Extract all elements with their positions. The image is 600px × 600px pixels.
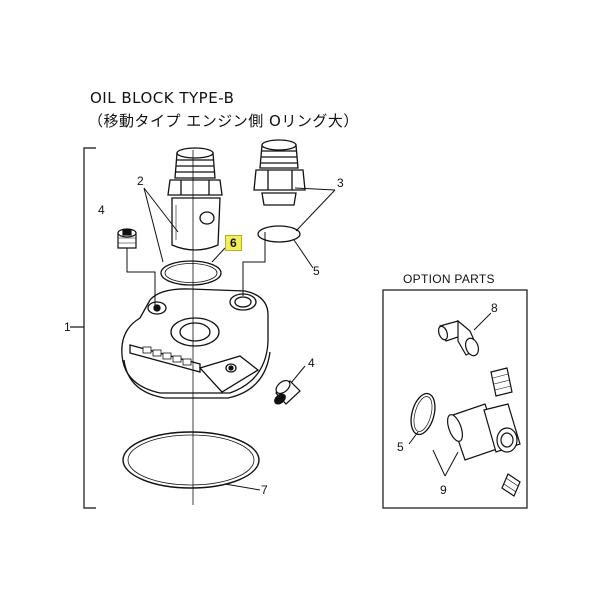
callout-4-left: 4: [98, 203, 105, 217]
callout-2: 2: [137, 174, 144, 188]
callout-9: 9: [440, 483, 447, 497]
o-ring-small: [257, 225, 301, 243]
option-parts-box: [382, 289, 528, 509]
callout-5-option: 5: [397, 440, 404, 454]
part-9-swivel: [447, 367, 521, 497]
callout-8: 8: [491, 301, 498, 315]
callout-7: 7: [261, 483, 268, 497]
o-ring-option: [410, 392, 436, 436]
o-ring-large: [122, 431, 260, 489]
diagram-subtitle: （移動タイプ エンジン側 Oリング大）: [88, 112, 359, 130]
set-screw-left: [117, 228, 137, 249]
set-screw-right: [274, 379, 301, 405]
callout-1: 1: [64, 320, 71, 334]
option-parts-title: OPTION PARTS: [403, 272, 495, 286]
callout-5-top: 5: [313, 264, 320, 278]
part-8-nipple: [437, 319, 480, 357]
banjo-fitting-part: [167, 147, 223, 251]
callout-6-highlighted: 6: [225, 235, 242, 251]
o-ring-6: [160, 260, 222, 286]
adapter-fitting-part: [253, 139, 306, 206]
oil-block-body: [121, 288, 271, 399]
callout-4-right: 4: [308, 356, 315, 370]
callout-3: 3: [337, 176, 344, 190]
option-leader-lines: [408, 431, 459, 477]
brand-marking: [142, 346, 192, 366]
leader-lines: [126, 150, 336, 505]
leader-8: [473, 312, 492, 331]
assembly-bracket: [70, 147, 96, 509]
diagram-title: OIL BLOCK TYPE-B: [90, 89, 235, 107]
